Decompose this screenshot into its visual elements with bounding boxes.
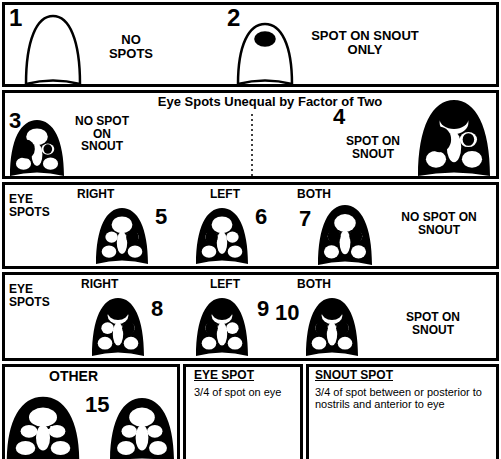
- category-label: LEFT: [210, 278, 240, 291]
- callout-number: 4: [333, 105, 345, 128]
- callout-number: 2: [227, 5, 240, 30]
- animal-head: [96, 208, 148, 264]
- callout-number: 1: [9, 5, 22, 30]
- animal-head: [196, 298, 248, 356]
- category-label: NO SPOT ON SNOUT: [71, 115, 133, 153]
- category-label: OTHER: [49, 369, 98, 384]
- panel-box: 1 NO SPOTS 2SPOT ON SNOUT ONLY: [2, 2, 499, 87]
- category-label: BOTH: [297, 188, 331, 201]
- panel-box: OTHER 15: [2, 364, 180, 459]
- panel-box: EYE SPOTS RIGHT 8 LEFT 9 BOTH 10 SPOT ON SNOUT: [2, 272, 499, 361]
- category-label: LEFT: [210, 188, 240, 201]
- panel-box: EYE SPOT 3/4 of spot on eye: [183, 364, 303, 459]
- category-label: Eye Spots Unequal by Factor of Two: [65, 95, 475, 109]
- category-label: SPOT ON SNOUT: [397, 311, 469, 336]
- animal-head: [306, 298, 358, 356]
- animal-head: [8, 398, 78, 459]
- callout-number: 7: [299, 207, 311, 230]
- category-label: SPOT ON SNOUT: [337, 135, 409, 160]
- divider-line: [251, 114, 253, 176]
- category-label: EYE SPOTS: [9, 283, 61, 308]
- callout-number: 8: [151, 297, 163, 320]
- animal-head: [110, 398, 174, 459]
- category-label: EYE SPOT: [194, 369, 254, 382]
- panel-box: SNOUT SPOT 3/4 of spot between or posteri…: [306, 364, 499, 459]
- category-label: 3/4 of spot between or posterior to nost…: [315, 387, 491, 410]
- category-label: BOTH: [297, 278, 331, 291]
- category-label: NO SPOT ON SNOUT: [389, 211, 489, 236]
- animal-head: [418, 100, 490, 176]
- callout-number: 9: [257, 297, 269, 320]
- animal-head: [92, 298, 144, 356]
- animal-head: [26, 16, 80, 84]
- callout-number: 6: [255, 205, 267, 228]
- animal-head: [196, 208, 248, 264]
- category-label: 3/4 of spot on eye: [194, 387, 294, 399]
- category-label: NO SPOTS: [105, 33, 157, 60]
- panel-box: 3 Eye Spots Unequal by Factor of Two NO SP…: [2, 90, 499, 179]
- callout-number: 15: [85, 393, 109, 416]
- category-label: EYE SPOTS: [9, 193, 61, 218]
- callout-number: 3: [9, 109, 21, 132]
- category-label: SNOUT SPOT: [315, 369, 393, 382]
- callout-number: 5: [155, 205, 167, 228]
- animal-head: [8, 398, 78, 459]
- panel-box: EYE SPOTS RIGHT 5 LEFT 6 BOTH 7 NO SPOT ON SNOU…: [2, 182, 499, 269]
- animal-head: [318, 205, 372, 265]
- category-label: RIGHT: [77, 188, 114, 201]
- category-label: SPOT ON SNOUT ONLY: [305, 29, 425, 56]
- category-label: RIGHT: [81, 278, 118, 291]
- callout-number: 10: [275, 301, 299, 324]
- animal-head: [238, 24, 292, 84]
